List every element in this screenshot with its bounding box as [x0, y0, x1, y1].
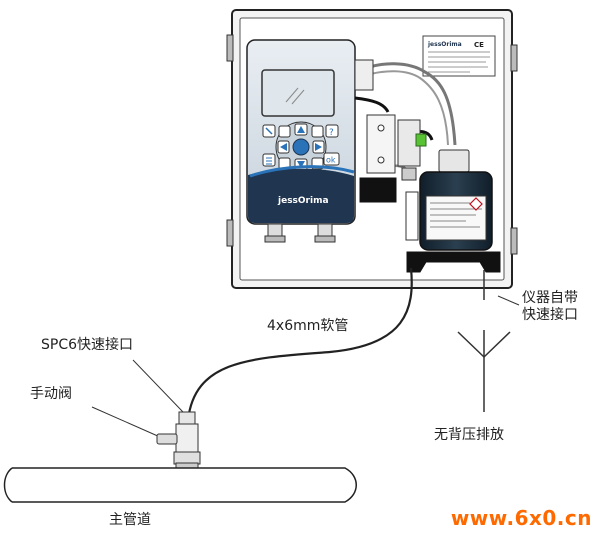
lcd-display	[261, 69, 335, 117]
controller: ? ok jessOrima	[246, 39, 356, 243]
latch-right-bottom	[510, 227, 518, 255]
arrow-ul-button[interactable]	[278, 125, 291, 138]
label-valve: 手动阀	[30, 386, 72, 402]
callout-valve	[91, 406, 161, 438]
label-pipe: 主管道	[109, 512, 151, 528]
brand-band	[248, 168, 354, 223]
main-pipe	[3, 467, 357, 503]
latch-left-bottom	[226, 219, 234, 247]
ok-button[interactable]	[323, 152, 340, 166]
svg-text:?: ?	[329, 128, 334, 138]
menu-button[interactable]	[262, 153, 276, 167]
callout-instrument-connector	[497, 295, 520, 306]
green-fitting	[415, 133, 427, 147]
hazard-diamond-icon	[469, 197, 483, 211]
center-button[interactable]	[292, 138, 310, 156]
latch-right-top	[510, 44, 518, 72]
valve-block	[354, 59, 427, 241]
latch-left-top	[226, 34, 234, 62]
nameplate-mark: CE	[474, 41, 484, 49]
callout-connector	[132, 359, 184, 413]
sample-tube	[186, 267, 413, 421]
nameplate: jessOrima CE	[422, 35, 496, 77]
label-connector: SPC6快速接口	[41, 337, 134, 353]
label-drain: 无背压排放	[434, 427, 504, 443]
sampling-point	[156, 411, 201, 470]
help-button[interactable]	[325, 124, 339, 138]
arrow-ur-button[interactable]	[311, 125, 324, 138]
watermark: www.6x0.cn	[450, 506, 592, 530]
controller-brand: jessOrima	[277, 196, 329, 206]
label-instrument-connector: 仪器自带 快速接口	[522, 290, 578, 323]
reagent-bottle	[406, 149, 501, 273]
nameplate-brand: jessOrima	[427, 41, 462, 48]
manual-valve-handle	[156, 433, 178, 445]
label-tube: 4x6mm软管	[267, 318, 349, 334]
drain-symbol	[457, 330, 511, 412]
svg-text:ok: ok	[326, 156, 336, 165]
